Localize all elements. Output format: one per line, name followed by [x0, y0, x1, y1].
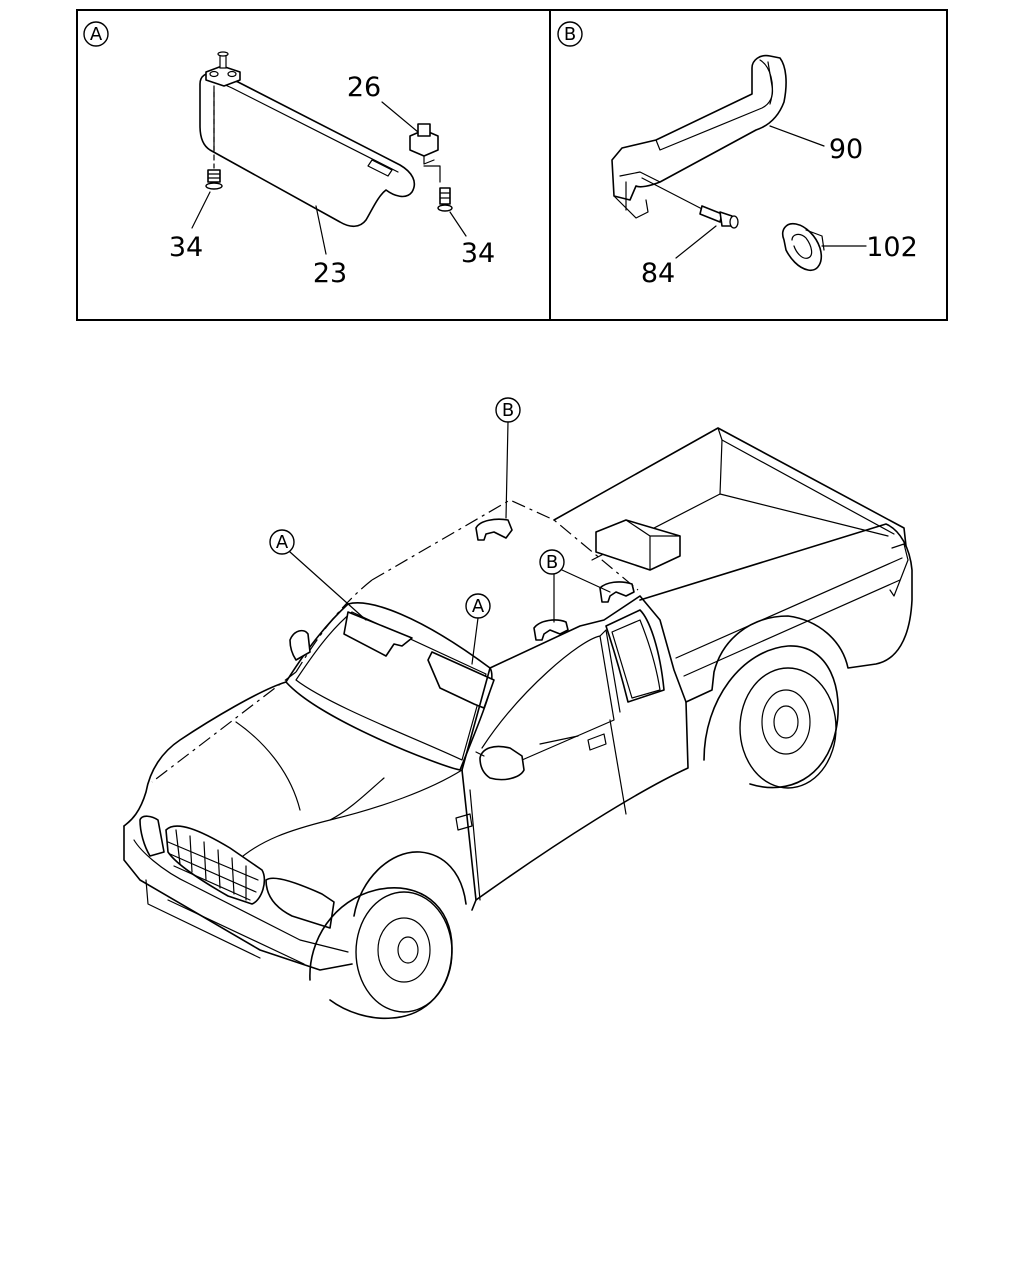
- callout-34-right: 34: [461, 238, 495, 269]
- cover-clip-drawing: [781, 222, 825, 272]
- assist-grip-drawing: [611, 54, 787, 219]
- svg-text:B: B: [564, 24, 576, 45]
- marker-right-a: A: [465, 593, 491, 665]
- svg-text:B: B: [546, 552, 558, 573]
- marker-left-a: A: [269, 529, 367, 621]
- callout-26: 26: [347, 72, 381, 103]
- callout-34-left: 34: [169, 232, 203, 263]
- rear-wheel: [703, 645, 839, 789]
- panel-b: B 90 84 102: [557, 21, 918, 289]
- callout-23: 23: [313, 258, 347, 289]
- svg-text:A: A: [276, 532, 289, 553]
- callout-84: 84: [641, 258, 675, 289]
- marker-roof-b: B: [495, 397, 521, 519]
- sun-visor-drawing: [199, 51, 416, 228]
- screw-right-drawing: [437, 187, 453, 212]
- panel-b-badge: B: [557, 21, 583, 47]
- panel-a-badge: A: [83, 21, 109, 47]
- panel-a: A: [83, 21, 495, 289]
- marker-rear-b: B: [539, 549, 611, 623]
- detail-panels-frame: [76, 9, 948, 321]
- callout-90: 90: [829, 134, 863, 165]
- bolt-drawing: [641, 177, 739, 229]
- svg-text:A: A: [90, 24, 103, 45]
- svg-text:A: A: [472, 596, 485, 617]
- visor-clip-drawing: [409, 123, 441, 183]
- front-wheel: [309, 887, 453, 1020]
- callout-102: 102: [866, 232, 918, 263]
- pickup-truck-drawing: [123, 427, 913, 1020]
- screw-left-drawing: [205, 91, 223, 190]
- svg-text:B: B: [502, 400, 514, 421]
